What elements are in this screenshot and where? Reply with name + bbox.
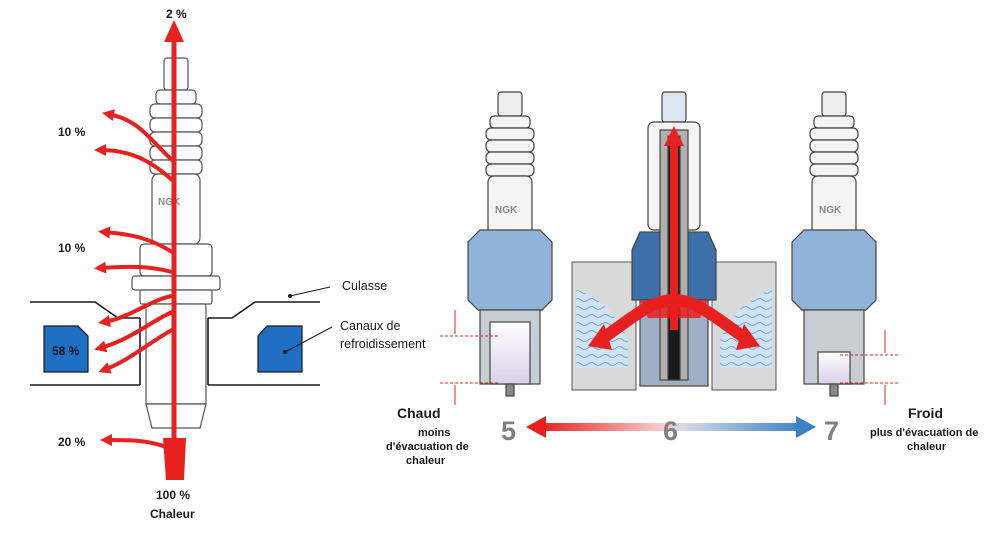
main-heat-arrowhead — [164, 20, 184, 42]
cold-arrowhead — [796, 416, 816, 438]
branch-58-b — [94, 310, 174, 353]
mid-number: 6 — [663, 416, 678, 446]
left-plug-logo: NGK — [158, 197, 181, 208]
cold-spark-plug — [791, 91, 877, 397]
cooling-label-line1: Canaux de — [340, 319, 401, 333]
hot-desc-line1: moins — [418, 427, 450, 439]
cold-number: 7 — [824, 416, 839, 446]
cooling-channel-right — [257, 325, 303, 373]
branch-10-a — [102, 109, 174, 162]
right-heat-range-diagram: NGK — [386, 91, 978, 467]
cold-title: Froid — [908, 405, 943, 421]
pct-upper: 10 % — [58, 125, 86, 139]
branch-20 — [100, 434, 170, 450]
culasse-dot — [288, 294, 292, 298]
cooling-leader — [284, 326, 333, 353]
branch-58-c — [98, 328, 174, 374]
cooling-label-line2: refroidissement — [340, 337, 426, 351]
hot-desc-line2: d'évacuation de — [386, 441, 469, 453]
hot-desc-line3: chaleur — [406, 455, 446, 467]
heat-branch-arrows — [94, 109, 174, 450]
heat-range-gradient-bar — [540, 423, 802, 431]
branch-10-d — [94, 261, 174, 274]
hot-title: Chaud — [397, 405, 441, 421]
pct-channel: 58 % — [52, 344, 80, 358]
hot-arrowhead — [526, 416, 546, 438]
cold-desc-line1: plus d'évacuation de — [870, 427, 978, 439]
pct-middle: 10 % — [58, 241, 86, 255]
hot-spark-plug — [467, 91, 553, 397]
total-label: Chaleur — [150, 507, 195, 521]
middle-heat-flow — [588, 126, 760, 350]
hot-dimension-marks — [440, 310, 500, 405]
branch-58-a — [98, 294, 174, 328]
pct-top: 2 % — [166, 7, 187, 21]
hot-plug-brand: NGK — [495, 205, 518, 216]
branch-10-b — [94, 144, 174, 182]
cooling-dot — [283, 350, 287, 354]
hot-number: 5 — [501, 416, 516, 446]
cold-plug-brand: NGK — [819, 205, 842, 216]
cold-dimension-marks — [840, 330, 900, 405]
total-value: 100 % — [156, 488, 190, 502]
cold-desc-line2: chaleur — [907, 441, 947, 453]
branch-10-c — [98, 226, 174, 254]
cooling-channel-left — [43, 325, 89, 373]
culasse-leader — [289, 286, 331, 297]
cylinder-head-label: Culasse — [342, 279, 387, 293]
left-heat-dissipation-diagram: NGK 2 % 10 % 10 % 58 % 20 % 100 % Chaleu… — [30, 7, 426, 521]
pct-bottom: 20 % — [58, 435, 86, 449]
